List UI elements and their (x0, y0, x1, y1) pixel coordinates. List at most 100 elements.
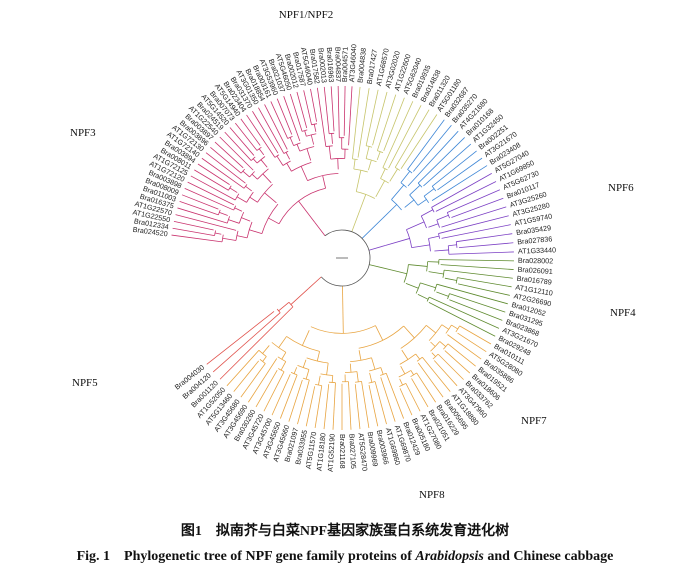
group-label-npf4: NPF4 (610, 307, 636, 319)
tree-arc (352, 158, 358, 160)
tree-branch (190, 175, 236, 201)
tree-branch (236, 196, 247, 203)
tree-branch (359, 194, 367, 211)
caption-english-suffix: and Chinese cabbage (483, 549, 614, 564)
tree-branch (328, 146, 332, 160)
tree-branch (293, 367, 298, 374)
tree-arc (455, 241, 458, 248)
tree-branch (288, 379, 303, 422)
tree-branch (411, 378, 429, 408)
tree-branch (316, 87, 327, 147)
group-label-npf3: NPF3 (70, 127, 96, 139)
tree-branch (304, 130, 307, 137)
tree-arc (214, 230, 216, 236)
tree-branch (436, 291, 449, 297)
tree-branch (297, 379, 310, 425)
tree-branch (219, 136, 254, 171)
tree-branch (448, 251, 514, 255)
tree-branch (423, 143, 472, 187)
tree-branch (376, 94, 397, 151)
leaf-label: Bra016963 (325, 47, 336, 83)
tree-branch (276, 98, 293, 135)
tree-branch (433, 360, 458, 387)
tree-branch (357, 88, 370, 158)
phylogenetic-tree: Bra024520Bra012334AT1G22550AT1G22570Bra0… (70, 9, 636, 501)
tree-branch (361, 381, 370, 428)
tree-branch (458, 283, 510, 296)
caption-chinese: 图1 拟南芥与白菜NPF基因家族蛋白系统发育进化树 (180, 524, 510, 539)
tree-branch (456, 233, 513, 243)
tree-branch (234, 122, 258, 151)
leaf-label: Bra021168 (338, 434, 347, 469)
tree-branch (262, 345, 270, 354)
tree-branch (264, 192, 277, 204)
tree-branch (219, 212, 228, 216)
tree-branch (447, 343, 476, 367)
tree-branch (447, 189, 501, 213)
tree-branch (258, 148, 265, 156)
leaf-label: Bra004571 (340, 47, 350, 82)
tree-branch (298, 200, 316, 223)
tree-branch (234, 207, 243, 212)
tree-branch (323, 86, 330, 134)
tree-arc (257, 183, 273, 203)
tree-branch (171, 234, 223, 243)
tree-branch (260, 159, 268, 168)
tree-branch (438, 215, 509, 234)
tree-arc (455, 277, 458, 284)
tree-branch (349, 363, 352, 373)
tree-branch (308, 276, 322, 289)
tree-arc (278, 368, 285, 373)
tree-branch (300, 166, 308, 181)
tree-arc (420, 215, 427, 229)
tree-branch (278, 336, 287, 348)
tree-branch (305, 369, 310, 380)
tree-branch (331, 375, 334, 383)
tree-arc (221, 234, 224, 242)
tree-branch (353, 159, 356, 170)
tree-branch (417, 362, 444, 398)
tree-branch (331, 133, 333, 144)
tree-branch (181, 194, 219, 210)
group-label-npf12: NPF1/NPF2 (279, 9, 333, 21)
tree-arc (310, 325, 376, 334)
tree-arc (233, 205, 237, 211)
tree-branch (240, 363, 266, 398)
leaf-label: AT1G18180 (315, 433, 328, 472)
tree-branch (436, 214, 449, 221)
tree-branch (355, 170, 362, 192)
tree-branch (301, 330, 310, 346)
tree-branch (326, 362, 329, 375)
tree-branch (436, 283, 508, 305)
tree-branch (247, 358, 278, 403)
tree-root-arc (321, 229, 371, 287)
tree-arc (443, 343, 449, 350)
leaf-label: AT1G52190 (326, 433, 337, 472)
tree-branch (417, 137, 465, 184)
tree-branch (385, 238, 410, 246)
tree-branch (306, 148, 312, 161)
tree-branch (197, 163, 230, 185)
tree-branch (380, 168, 386, 179)
tree-branch (420, 282, 436, 289)
tree-branch (290, 288, 309, 305)
tree-branch (302, 359, 307, 368)
tree-branch (391, 184, 405, 200)
tree-branch (426, 325, 437, 334)
tree-branch (394, 109, 430, 168)
tree-branch (430, 341, 436, 347)
tree-branch (374, 381, 387, 425)
tree-arc (249, 171, 255, 178)
tree-arc (302, 377, 310, 381)
tree-arc (399, 383, 407, 387)
tree-branch (279, 374, 298, 419)
tree-branch (408, 264, 428, 267)
tree-branch (416, 372, 437, 403)
tree-arc (256, 156, 266, 164)
caption-english: Fig. 1 Phylogenetic tree of NPF gene fam… (0, 545, 690, 565)
leaf-label: Bra016789 (516, 274, 552, 287)
tree-branch (409, 184, 421, 196)
tree-branch (365, 89, 379, 146)
tree-branch (434, 249, 449, 252)
tree-branch (428, 223, 439, 228)
